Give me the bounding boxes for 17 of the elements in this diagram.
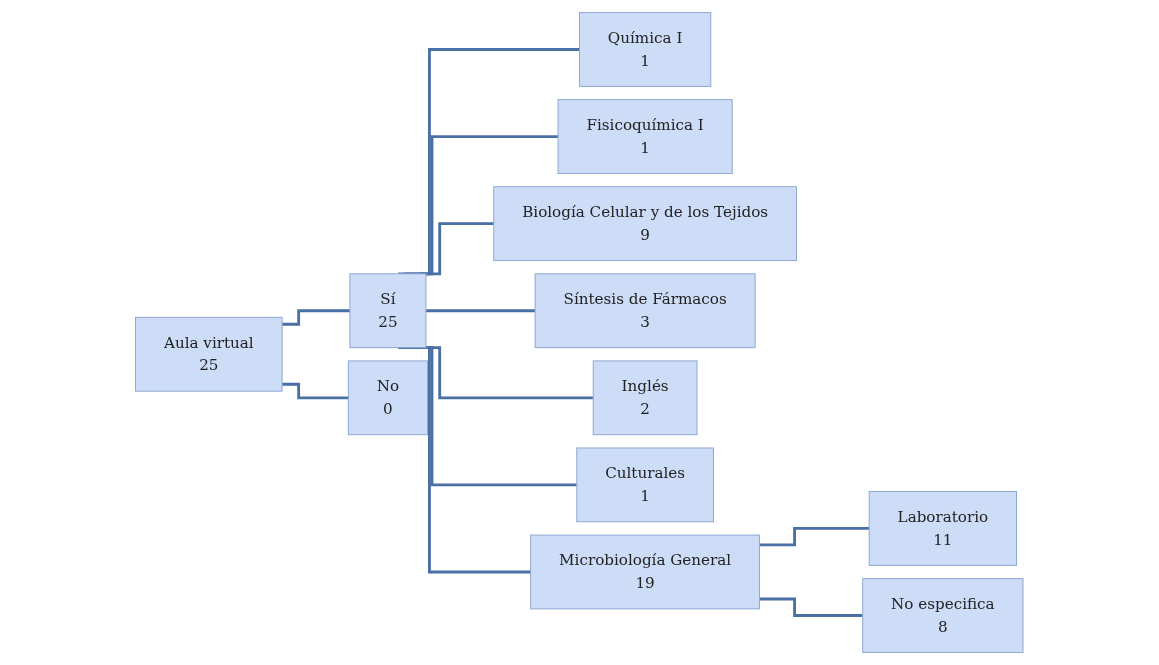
connector [759,597,863,617]
connector [759,527,870,547]
node-box: Culturales 1 [576,447,715,523]
node-box: Fisicoquímica I 1 [557,99,733,174]
node-box: Biología Celular y de los Tejidos 9 [493,186,798,262]
connector [426,309,536,313]
node-box: Química I 1 [579,12,712,87]
node-box: Aula virtual 25 [135,316,283,392]
node-box: Síntesis de Fármacos 3 [534,273,756,349]
connector [282,309,351,326]
connector [282,382,349,400]
node-box: Sí 25 [349,273,427,349]
node-box: No 0 [348,360,429,436]
node-box: Inglés 2 [592,360,698,436]
node-box: Microbiología General 19 [530,534,761,610]
node-box: No especifica 8 [862,578,1024,653]
node-box: Laboratorio 11 [868,491,1018,566]
